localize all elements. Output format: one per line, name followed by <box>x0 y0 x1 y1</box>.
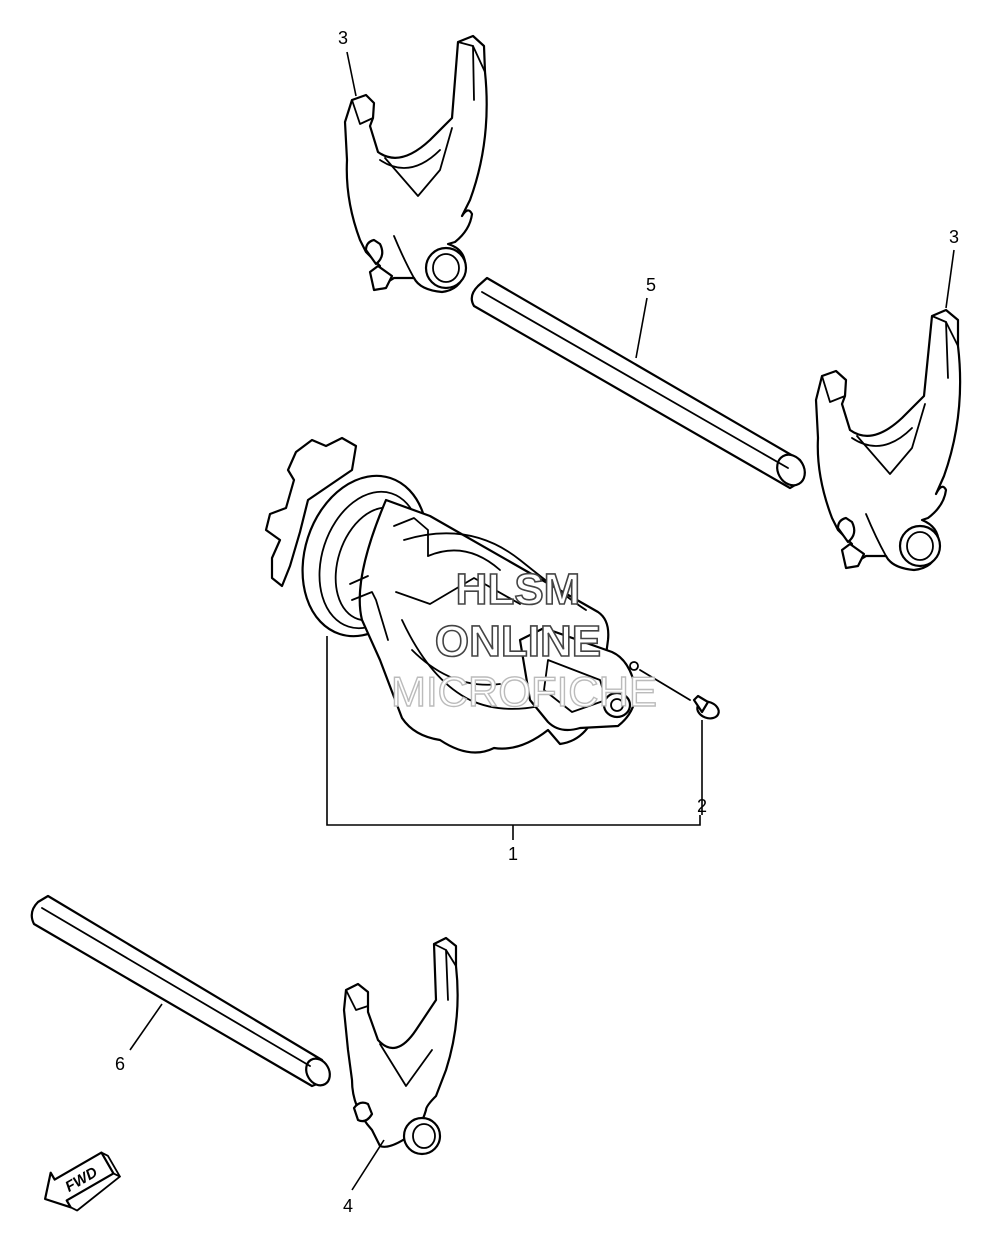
callout-2: 2 <box>697 796 707 816</box>
stopper-pin[interactable] <box>639 669 721 721</box>
shift-drum-assy[interactable] <box>264 436 639 754</box>
callout-4: 4 <box>343 1196 353 1216</box>
watermark: HLSM ONLINE MICROFICHE <box>390 564 657 716</box>
shift-fork-upper[interactable] <box>343 34 488 294</box>
callout-3-right: 3 <box>949 227 959 247</box>
shift-fork-lower[interactable] <box>342 936 459 1156</box>
watermark-line-2: ONLINE <box>435 617 601 666</box>
callout-1: 1 <box>508 844 518 864</box>
callout-3-upper: 3 <box>338 28 348 48</box>
watermark-line-1: HLSM <box>456 565 581 614</box>
fork-guide-bar-lower[interactable] <box>30 894 335 1090</box>
watermark-line-3: MICROFICHE <box>391 668 657 715</box>
callout-6: 6 <box>115 1054 125 1074</box>
fork-guide-bar-upper[interactable] <box>470 276 811 490</box>
callout-5: 5 <box>646 275 656 295</box>
leader-lines <box>129 51 955 1191</box>
fwd-arrow-icon: FWD <box>43 1151 121 1212</box>
shift-fork-right[interactable] <box>814 308 962 572</box>
